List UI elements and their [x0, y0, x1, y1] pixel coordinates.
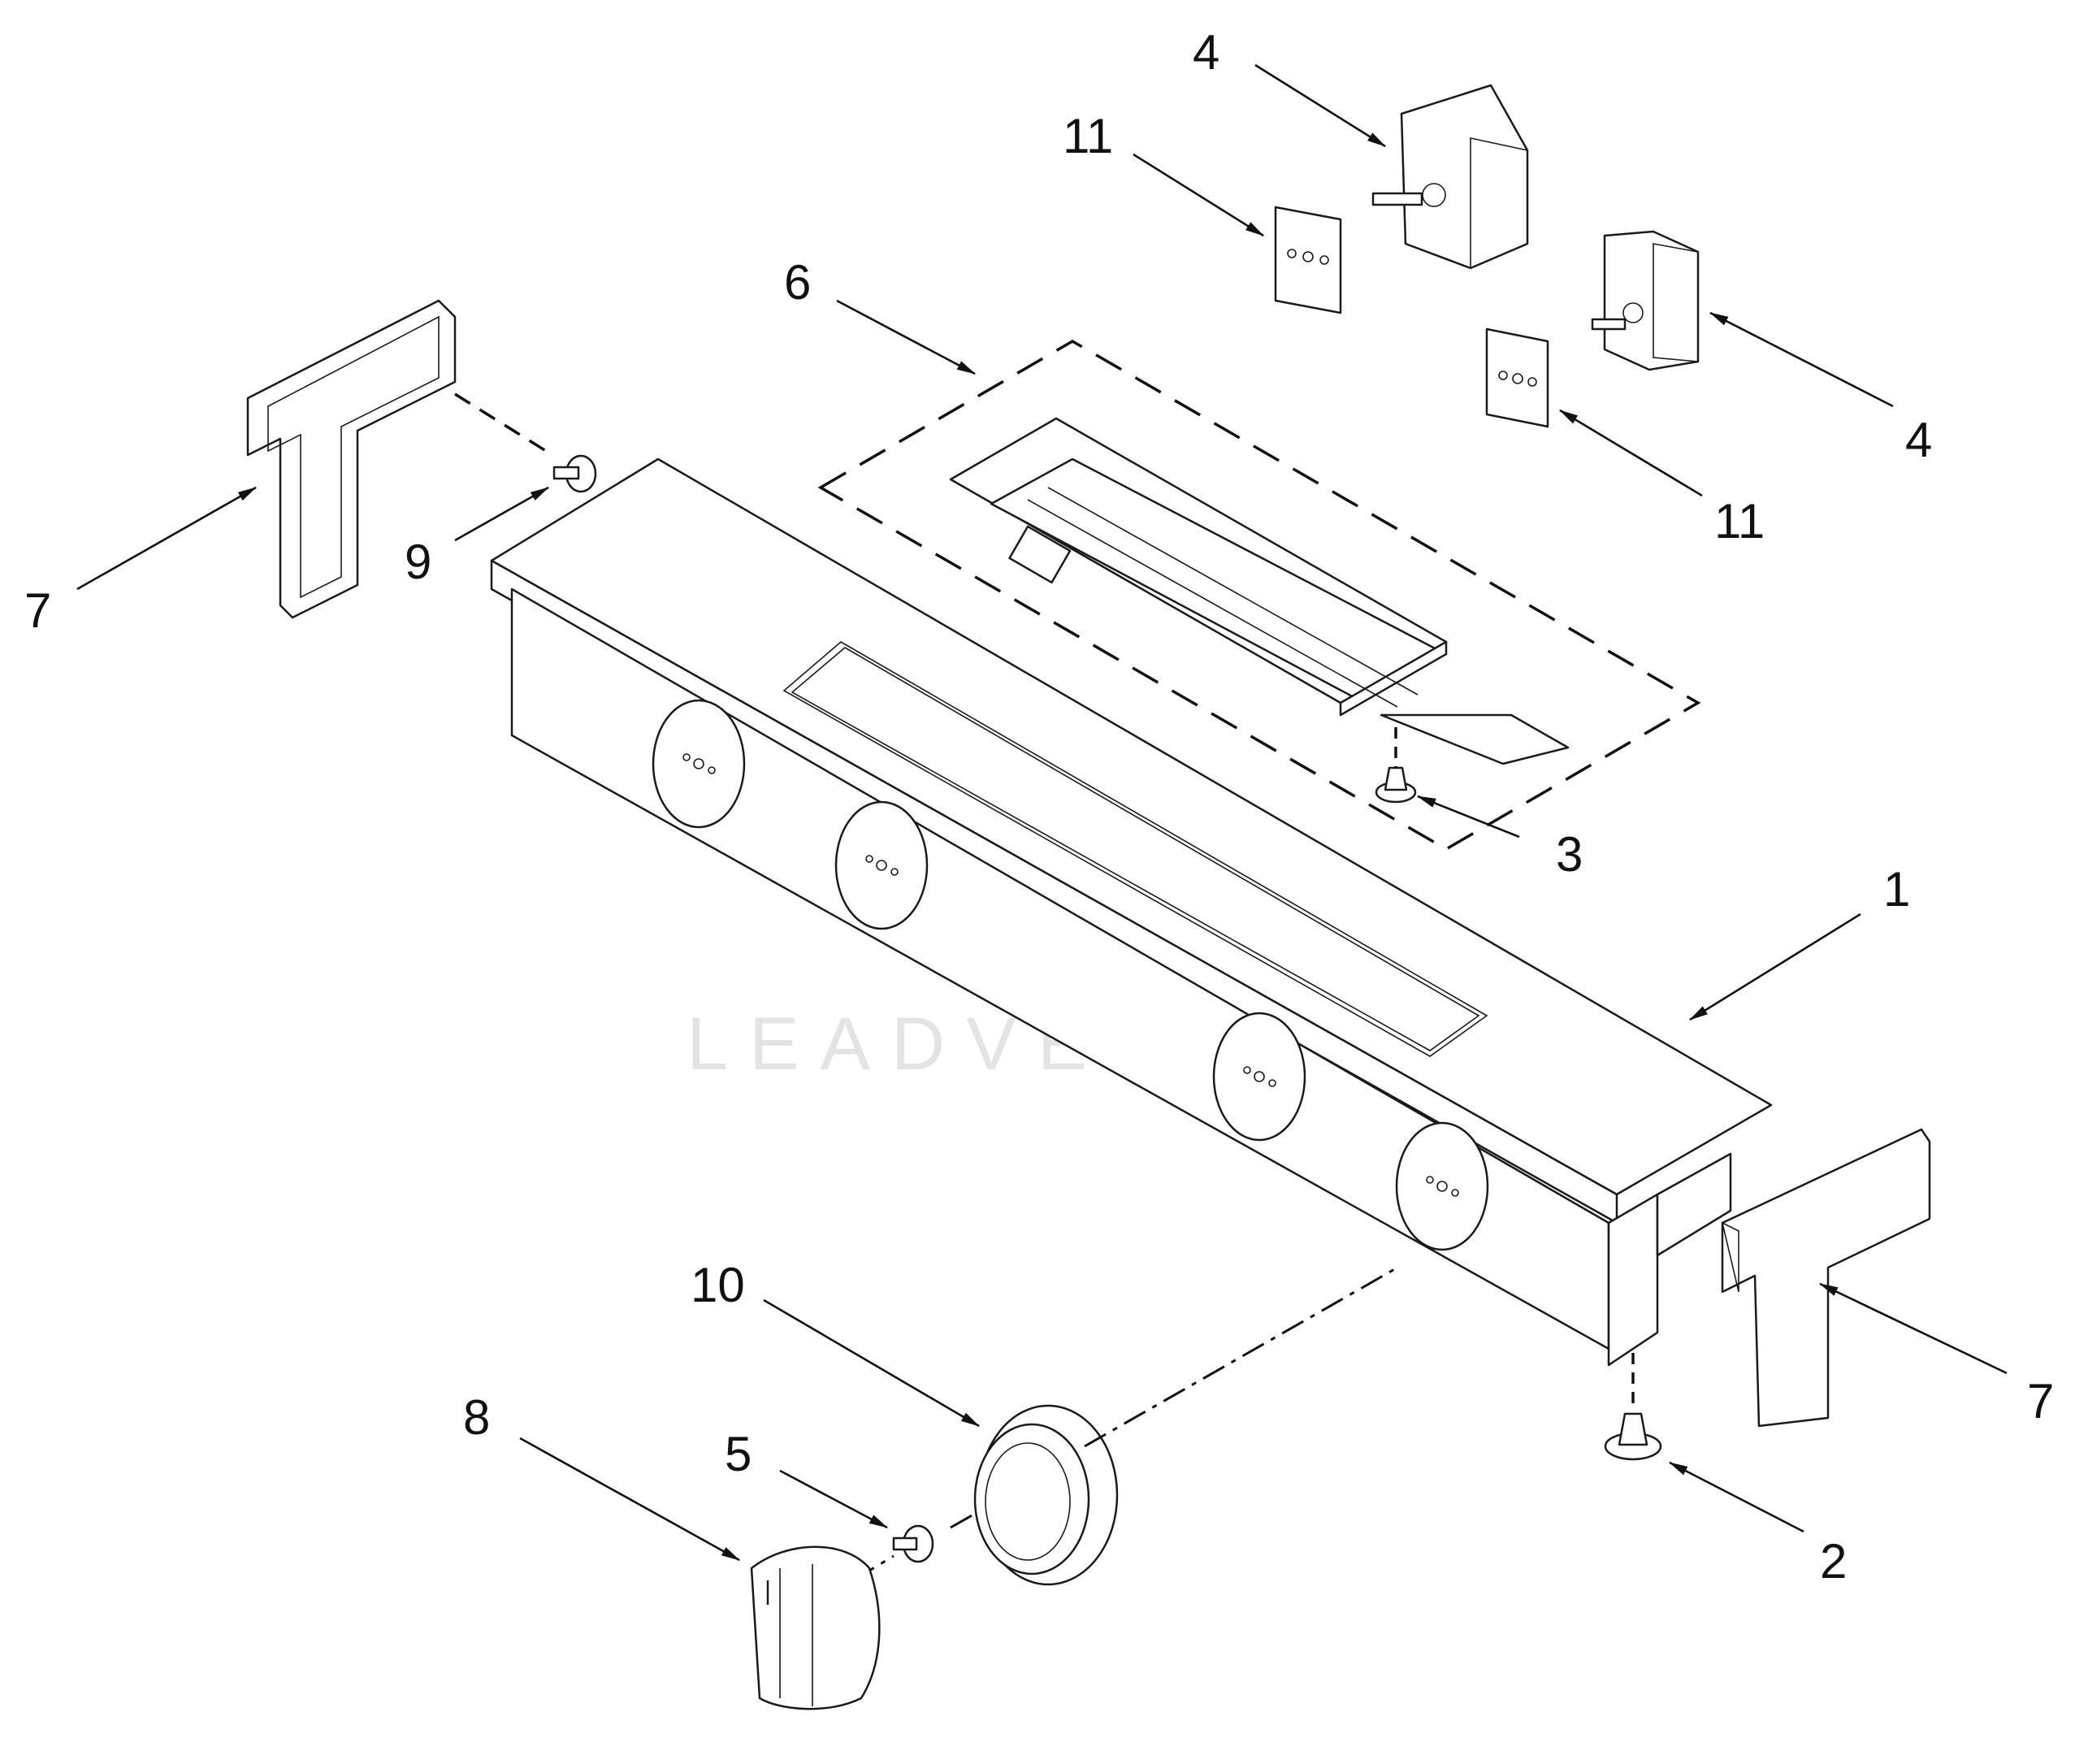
- infinite-switch-lower: [1591, 230, 1700, 371]
- control-panel-body: [490, 457, 1773, 1367]
- callout-7b: 7: [2027, 1374, 2054, 1428]
- leader-9: [454, 486, 550, 542]
- screw-9: [454, 392, 597, 493]
- leader-1: [1689, 912, 1861, 1021]
- leader-2: [1668, 1461, 1804, 1533]
- leader-7b: [1818, 1282, 2008, 1375]
- callout-7a: 7: [24, 583, 51, 638]
- callout-5: 5: [725, 1427, 752, 1481]
- leader-8: [519, 1437, 741, 1562]
- infinite-switch-upper: [1371, 84, 1529, 270]
- knob-bezel: [973, 1266, 1398, 1586]
- leader-3: [1416, 795, 1520, 839]
- push-pin-lower: [1604, 1353, 1662, 1461]
- callout-4a: 4: [1193, 25, 1219, 80]
- callout-6: 6: [784, 255, 811, 310]
- callout-labels: 1 2 3 4 4 5 6 7 7 8 9 10 11 11: [24, 25, 2054, 1588]
- callout-4b: 4: [1905, 413, 1932, 467]
- callout-9: 9: [405, 535, 431, 589]
- leader-11b: [1558, 409, 1703, 497]
- electronic-control-assembly: [817, 339, 1701, 852]
- leader-5: [779, 1469, 889, 1529]
- callout-2: 2: [1820, 1534, 1847, 1588]
- leader-7a: [76, 486, 258, 591]
- callout-8: 8: [463, 1390, 490, 1445]
- callout-11a: 11: [1063, 109, 1113, 163]
- control-knob: [750, 1545, 881, 1710]
- leader-6: [836, 299, 977, 375]
- leader-lines: [76, 63, 2008, 1562]
- callout-1: 1: [1883, 862, 1910, 917]
- end-cap-left: [246, 299, 457, 619]
- screw-5: [852, 1512, 976, 1582]
- leader-4a: [1254, 63, 1386, 148]
- callout-10: 10: [691, 1258, 745, 1312]
- leader-11a: [1133, 153, 1264, 237]
- leader-4b: [1709, 311, 1894, 408]
- leader-10: [763, 1298, 981, 1428]
- end-cap-right: [1721, 1128, 1931, 1428]
- push-pin-upper: [1375, 727, 1417, 804]
- callout-3: 3: [1556, 827, 1583, 882]
- insulator-upper: [1274, 206, 1342, 314]
- insulator-lower: [1485, 327, 1549, 428]
- callout-11b: 11: [1714, 494, 1765, 548]
